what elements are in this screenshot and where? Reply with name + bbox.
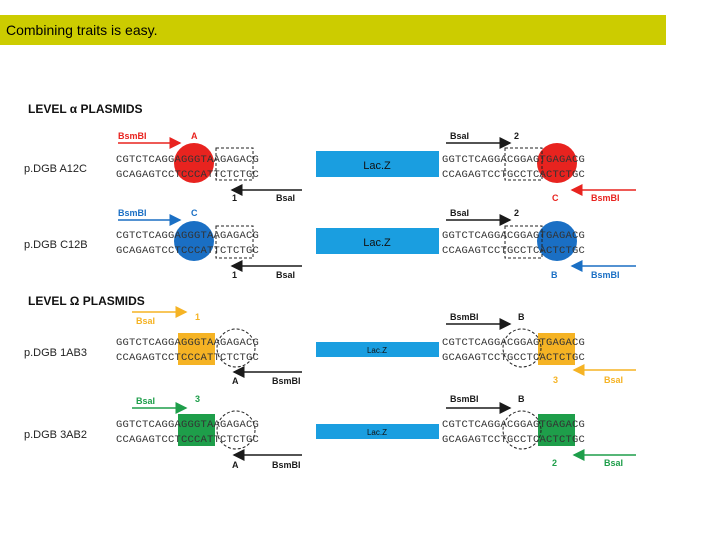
site-label: B <box>551 270 558 280</box>
sequence-top: GGTCTCAGGACGGAGTGAGACG <box>442 230 585 242</box>
sequence-top: CGTCTCAGGAGGGTAAGAGACG <box>116 230 259 242</box>
overhang-a-circle <box>216 328 256 368</box>
enzyme-label: BsaI <box>604 375 623 385</box>
lacz-label: Lac.Z <box>367 428 387 437</box>
overhang-2-square <box>538 414 575 446</box>
title-banner: Combining traits is easy. <box>0 15 666 45</box>
lacz-insert <box>316 228 439 254</box>
site-label: A <box>232 460 239 470</box>
overhang-1-square <box>178 333 215 365</box>
overhang-a-circle <box>216 410 256 450</box>
site-label: 3 <box>553 375 558 385</box>
sequence-top: CGTCTCAGGACGGAGTGAGACG <box>442 419 585 431</box>
plasmid-name: p.DGB 1AB3 <box>24 347 87 359</box>
slide-title: Combining traits is easy. <box>6 22 158 38</box>
site-label: 1 <box>232 193 237 203</box>
enzyme-label: BsmBI <box>591 193 620 203</box>
enzyme-label: BsmBI <box>450 312 479 322</box>
plasmid-row-1ab3: p.DGB 1AB3 BsaI 1 GGTCTCAGGAGGGTAAGAGACG… <box>24 306 636 386</box>
enzyme-label: BsaI <box>136 396 155 406</box>
sequence-bottom: GCAGAGTCCTCCCATTCTCTGC <box>116 169 259 181</box>
enzyme-label: BsmBI <box>450 394 479 404</box>
site-label: 2 <box>514 208 519 218</box>
enzyme-label: BsaI <box>604 458 623 468</box>
site-label: 1 <box>195 312 200 322</box>
plasmid-row-3ab2: p.DGB 3AB2 BsaI 3 GGTCTCAGGAGGGTAAGAGACG… <box>24 394 636 470</box>
enzyme-label: BsmBI <box>591 270 620 280</box>
plasmid-name: p.DGB 3AB2 <box>24 429 87 441</box>
overhang-1-box <box>215 225 254 259</box>
site-label: B <box>518 394 525 404</box>
enzyme-label: BsmBI <box>272 460 301 470</box>
site-label: B <box>518 312 525 322</box>
enzyme-label: BsaI <box>276 193 295 203</box>
site-label: C <box>191 208 198 218</box>
sequence-top: GGTCTCAGGACGGAGTGAGACG <box>442 154 585 166</box>
overhang-c-circle <box>537 143 577 183</box>
site-label: A <box>232 376 239 386</box>
overhang-b-circle <box>537 221 577 261</box>
site-label: 2 <box>552 458 557 468</box>
site-label: C <box>552 193 559 203</box>
plasmid-name: p.DGB A12C <box>24 163 87 175</box>
enzyme-label: BsaI <box>450 208 469 218</box>
sequence-top: CGTCTCAGGACGGAGTGAGACG <box>442 337 585 349</box>
overhang-2-box <box>504 147 543 181</box>
lacz-insert <box>316 342 439 357</box>
enzyme-label: BsaI <box>450 131 469 141</box>
sequence-bottom: CCAGAGTCCTCCCATTCTCTGC <box>116 434 259 446</box>
enzyme-label: BsaI <box>276 270 295 280</box>
site-label: 1 <box>232 270 237 280</box>
sequence-bottom: CCAGAGTCCTCCCATTCTCTGC <box>116 352 259 364</box>
enzyme-label: BsmBI <box>272 376 301 386</box>
plasmid-name: p.DGB C12B <box>24 239 88 251</box>
sequence-bottom: GCAGAGTCCTGCCTCACTCTGC <box>442 352 585 364</box>
overhang-3-square <box>178 414 215 446</box>
lacz-insert <box>316 151 439 177</box>
overhang-b-circle <box>502 410 542 450</box>
plasmid-row-c12b: p.DGB C12B BsmBI C CGTCTCAGGAGGGTAAGAGAC… <box>24 208 636 280</box>
section-title-alpha: LEVEL α PLASMIDS <box>28 102 143 116</box>
enzyme-label: BsaI <box>136 316 155 326</box>
overhang-c-circle <box>174 221 214 261</box>
sequence-bottom: GCAGAGTCCTGCCTCACTCTGC <box>442 434 585 446</box>
sequence-bottom: GCAGAGTCCTCCCATTCTCTGC <box>116 245 259 257</box>
sequence-bottom: CCAGAGTCCTGCCTCACTCTGC <box>442 169 585 181</box>
overhang-3-square <box>538 333 575 365</box>
site-label: 2 <box>514 131 519 141</box>
lacz-label: Lac.Z <box>367 346 387 355</box>
overhang-b-circle <box>502 328 542 368</box>
lacz-label: Lac.Z <box>363 160 391 172</box>
overhang-2-box <box>504 225 543 259</box>
enzyme-label: BsmBI <box>118 208 147 218</box>
site-label: 3 <box>195 394 200 404</box>
enzyme-label: BsmBI <box>118 131 147 141</box>
sequence-top: CGTCTCAGGAGGGTAAGAGACG <box>116 154 259 166</box>
sequence-bottom: CCAGAGTCCTGCCTCACTCTGC <box>442 245 585 257</box>
lacz-label: Lac.Z <box>363 237 391 249</box>
sequence-top: GGTCTCAGGAGGGTAAGAGACG <box>116 419 259 431</box>
plasmid-row-a12c: p.DGB A12C BsmBI A CGTCTCAGGAGGGTAAGAGAC… <box>24 131 636 203</box>
overhang-a-circle <box>174 143 214 183</box>
lacz-insert <box>316 424 439 439</box>
section-title-omega: LEVEL Ω PLASMIDS <box>28 294 145 308</box>
site-label: A <box>191 131 198 141</box>
sequence-top: GGTCTCAGGAGGGTAAGAGACG <box>116 337 259 349</box>
overhang-1-box <box>215 147 254 181</box>
